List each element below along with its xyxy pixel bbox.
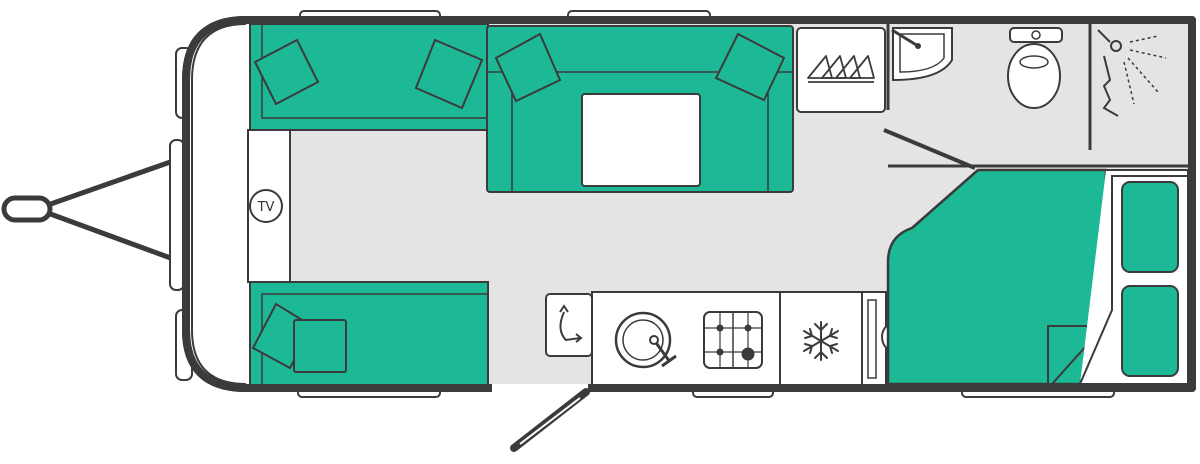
tow-hitch bbox=[1, 157, 179, 263]
heater-icon bbox=[559, 311, 581, 342]
front-sofa-bottom bbox=[249, 281, 489, 387]
front-sofa-top bbox=[249, 23, 489, 131]
entry-door bbox=[510, 388, 590, 452]
tv-lounge-label: TV bbox=[257, 200, 275, 215]
toilet-icon bbox=[1007, 27, 1063, 109]
hob-icon bbox=[703, 311, 763, 369]
snowflake-icon bbox=[803, 321, 839, 361]
dinette bbox=[486, 25, 794, 193]
sink-icon bbox=[891, 27, 953, 82]
washroom-door bbox=[883, 128, 976, 170]
island-bed bbox=[886, 168, 1189, 386]
washroom bbox=[883, 24, 1188, 170]
front-panel bbox=[192, 24, 250, 384]
cushion bbox=[714, 32, 786, 102]
cushion bbox=[253, 38, 320, 106]
hitch-icon bbox=[1, 195, 53, 223]
tv-lounge-icon bbox=[249, 189, 283, 223]
pillow bbox=[1121, 181, 1179, 273]
dinette-table bbox=[581, 93, 701, 187]
heater bbox=[545, 293, 593, 357]
wardrobe bbox=[796, 27, 886, 113]
bowl-sink-icon bbox=[614, 311, 677, 369]
kitchen bbox=[591, 291, 863, 387]
cushion bbox=[494, 32, 562, 103]
shower-icon bbox=[1097, 29, 1167, 117]
pillow bbox=[1121, 285, 1179, 377]
door-opening bbox=[492, 384, 588, 392]
front-tv-cabinet: TV bbox=[247, 129, 291, 283]
wardrobe-hanger-icon bbox=[807, 55, 875, 83]
cushion bbox=[293, 319, 347, 373]
cushion bbox=[414, 38, 484, 110]
